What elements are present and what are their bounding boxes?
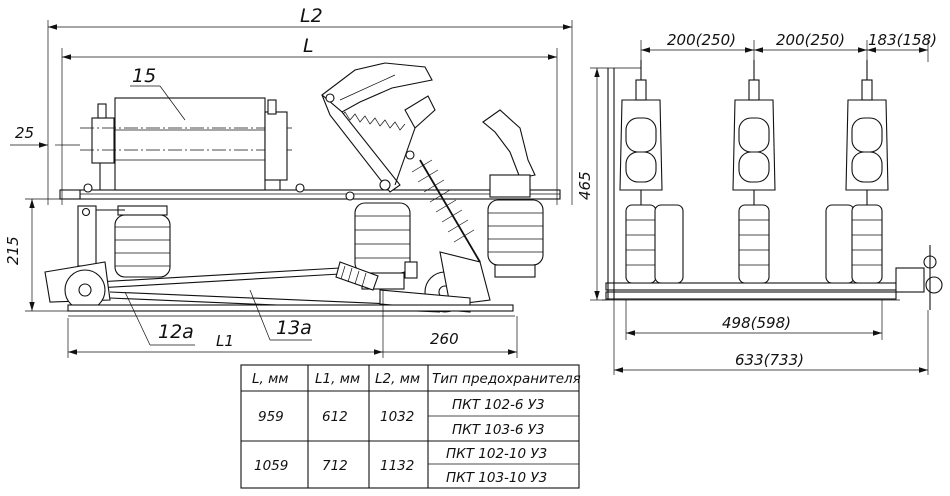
table-header-L1: L1, мм: [315, 371, 360, 387]
diagonal-insulator: [411, 159, 481, 263]
dimensions-table: L, мм L1, мм L2, мм Тип предохранителя 9…: [240, 364, 581, 489]
switch-blade-assembly: [321, 62, 436, 201]
side-view: [44, 62, 561, 317]
dim-overall: 633(733): [735, 351, 804, 369]
dim-pitch-3: 183(158): [868, 31, 937, 49]
table-cell-L: 1059: [254, 458, 288, 474]
table-cell-L1: 612: [322, 409, 348, 425]
left-bracket: [77, 205, 125, 267]
front-dimensions: 200(250) 200(250) 183(158) 465 498(598) …: [576, 31, 937, 375]
table-cell-fuse: ПКТ 103-10 У3: [446, 470, 547, 486]
fuse-frame: [59, 189, 561, 200]
dim-25: 25: [15, 124, 34, 142]
table-cell-L2: 1132: [380, 458, 414, 474]
table-cell-L: 959: [258, 409, 284, 425]
dim-pitch-1: 200(250): [667, 31, 736, 49]
dim-L1: L1: [216, 332, 234, 350]
dim-L: L: [303, 35, 314, 57]
front-view: [602, 60, 943, 310]
drive-mechanism: [895, 245, 943, 310]
table-cell-fuse: ПКТ 102-6 У3: [452, 397, 545, 413]
callout-13a: 13а: [276, 317, 312, 339]
dim-465: 465: [576, 171, 594, 200]
post-insulators: [114, 199, 544, 290]
callout-12a: 12а: [158, 321, 194, 343]
dim-pitch-2: 200(250): [776, 31, 845, 49]
dim-base: 498(598): [722, 314, 791, 332]
table-header-L: L, мм: [252, 371, 288, 387]
dim-260: 260: [430, 330, 459, 348]
table-cell-L2: 1032: [380, 409, 414, 425]
table-cell-fuse: ПКТ 103-6 У3: [452, 422, 545, 438]
dim-215: 215: [4, 236, 22, 265]
linkage-rods: [44, 251, 491, 313]
phase-2: [732, 60, 776, 284]
table-cell-L1: 712: [322, 458, 348, 474]
table-header-fuse-type: Тип предохранителя: [432, 371, 581, 387]
fuse-cartridge: [80, 97, 305, 193]
phase-3: [825, 60, 889, 284]
table-cell-fuse: ПКТ 102-10 У3: [446, 446, 547, 462]
base-bar: [67, 304, 515, 317]
phase-1: [619, 60, 684, 284]
dim-L2: L2: [300, 5, 323, 27]
side-dimensions: L2 L 25 215 L1 260 15 12а 13а: [4, 5, 573, 358]
callout-15: 15: [132, 65, 156, 87]
contact-horn: [482, 109, 536, 198]
table-header-L2: L2, мм: [375, 371, 420, 387]
